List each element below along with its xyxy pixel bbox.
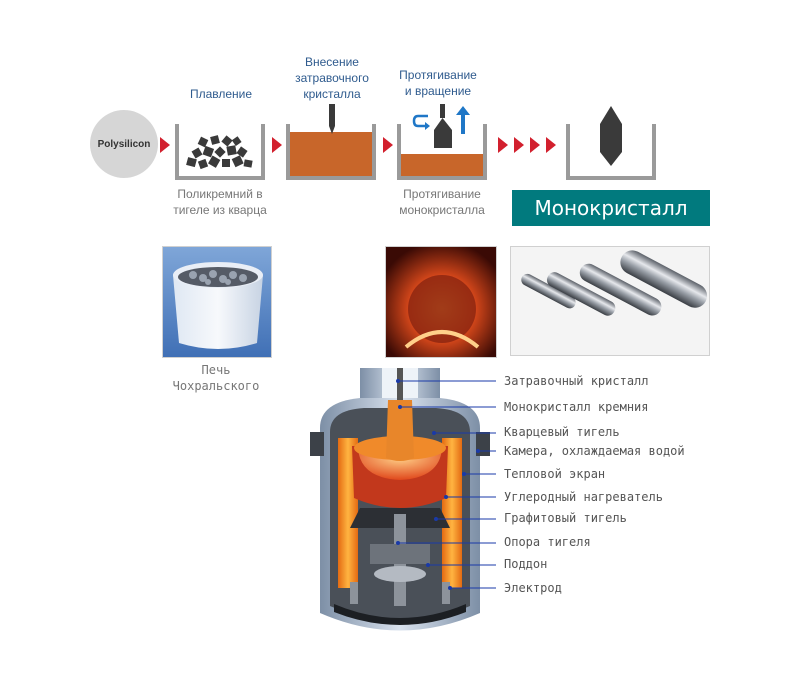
label-crucible-support: Опора тигеля	[504, 535, 591, 549]
label-carbon-heater: Углеродный нагреватель	[504, 490, 663, 504]
red-triangle-arrow-icon	[272, 137, 282, 153]
photo-pulling-glow	[385, 246, 497, 358]
red-triangle-arrow-icon	[546, 137, 556, 153]
quartz-crucible-image	[163, 247, 271, 357]
glowing-crystal-image	[386, 247, 496, 357]
seed-crystal-icon	[329, 104, 335, 134]
label-quartz-crucible: Кварцевый тигель	[504, 425, 620, 439]
red-triangle-arrow-icon	[498, 137, 508, 153]
crucible-empty	[566, 124, 656, 180]
label-graphite-crucible: Графитовый тигель	[504, 511, 627, 525]
rotate-arrow-icon	[412, 114, 430, 130]
silicon-melt-low	[401, 154, 483, 176]
pulled-ingot-icon	[434, 104, 452, 148]
crucible-polysilicon	[175, 124, 265, 180]
crucible-pulling	[397, 124, 487, 180]
photo-caption: Печь Чохральского	[172, 363, 260, 393]
stage-melting-title: Плавление	[189, 87, 253, 101]
czochralski-furnace-diagram	[310, 368, 490, 631]
red-triangle-arrow-icon	[160, 137, 170, 153]
stage-pull-title: Протягивание и вращение	[399, 68, 477, 98]
polysilicon-label: Polysilicon	[97, 138, 151, 150]
stage-melting-caption: Поликремний в тигеле из кварца	[173, 187, 267, 217]
pull-up-arrow-icon	[456, 106, 470, 134]
label-tray: Поддон	[504, 557, 548, 571]
silicon-melt	[290, 132, 372, 176]
monocrystal-ingot-icon	[600, 106, 622, 166]
label-seed-crystal: Затравочный кристалл	[504, 374, 649, 388]
label-electrode: Электрод	[504, 581, 562, 595]
label-water-cooled-chamber: Камера, охлаждаемая водой	[504, 444, 685, 458]
red-triangle-arrow-icon	[383, 137, 393, 153]
label-silicon-monocrystal: Монокристалл кремния	[504, 400, 649, 414]
polysilicon-circle: Polysilicon	[90, 110, 158, 178]
stage-pull-caption: Протягивание монокристалла	[399, 187, 485, 217]
silicon-chunks-icon	[186, 135, 253, 170]
photo-ingots	[510, 246, 710, 356]
crucible-melt	[286, 124, 376, 180]
photo-quartz-crucible	[162, 246, 272, 358]
label-heat-shield: Тепловой экран	[504, 467, 606, 481]
leader-lines	[396, 379, 496, 590]
red-triangle-arrow-icon	[514, 137, 524, 153]
red-triangle-arrow-icon	[530, 137, 540, 153]
monocrystal-badge: Монокристалл	[512, 190, 710, 226]
stage-seed-title: Внесение затравочного кристалла	[295, 55, 369, 101]
silicon-ingots-image	[511, 247, 709, 355]
